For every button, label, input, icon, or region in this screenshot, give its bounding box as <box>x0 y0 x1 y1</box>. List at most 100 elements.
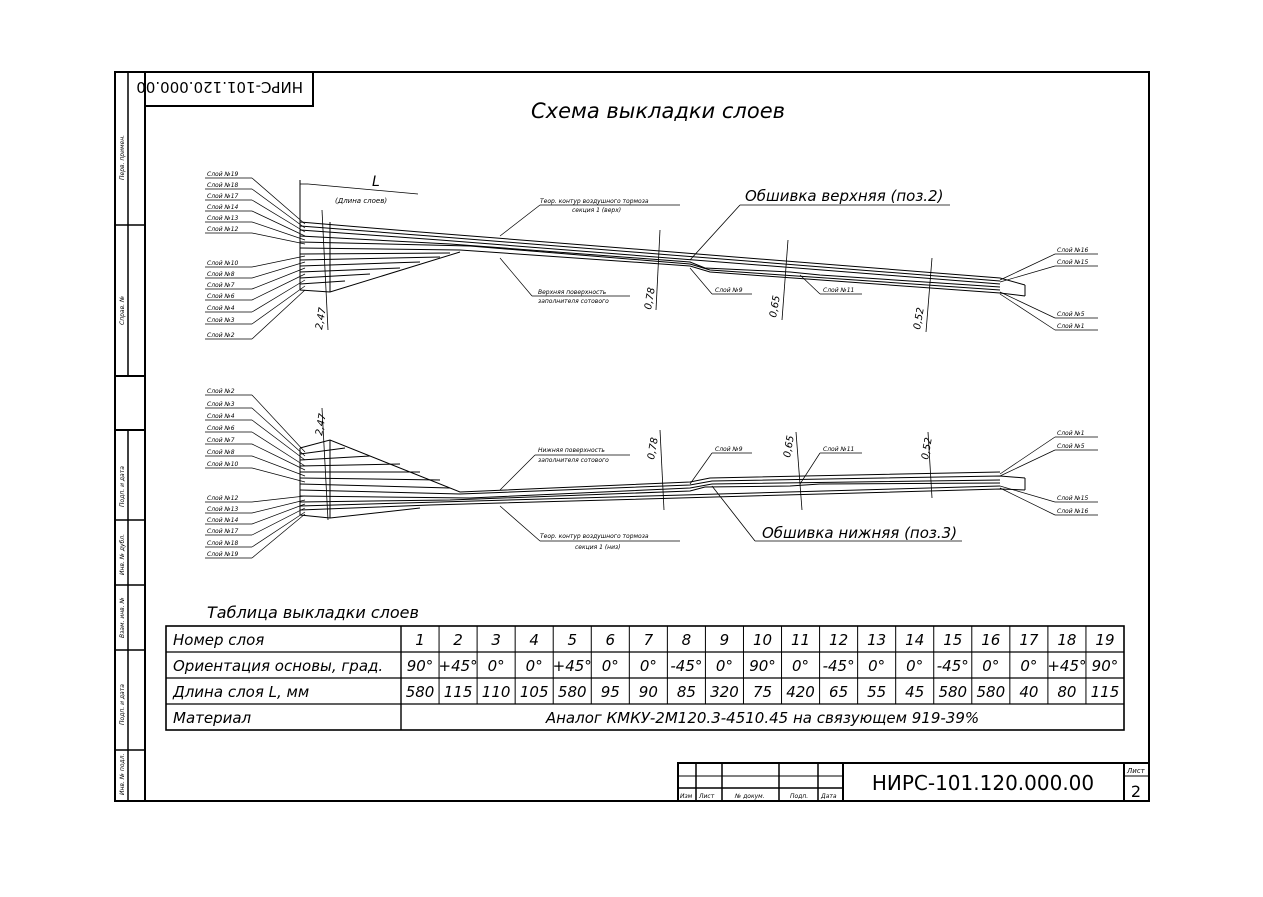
table-cell: 14 <box>905 631 924 649</box>
table-caption: Таблица выкладки слоев <box>207 603 419 622</box>
drawing-title: Схема выкладки слоев <box>531 99 785 123</box>
layer-label: Слой №19 <box>207 171 239 178</box>
table-cell: 16 <box>981 631 1000 649</box>
layer-label: Слой №4 <box>207 413 235 420</box>
table-row-header: Номер слоя <box>173 631 264 649</box>
layer-label: Слой №13 <box>207 506 239 513</box>
upper-length-L: L <box>372 174 380 190</box>
upper-skin-label: Обшивка верхняя (поз.2) <box>745 187 943 205</box>
layer-label: Слой №18 <box>207 540 239 547</box>
side-label-sprav: Справ. № <box>119 296 126 325</box>
layer-label: Слой №12 <box>207 495 239 502</box>
upper-dim-247: 2,47 <box>314 306 329 330</box>
layer-label: Слой №14 <box>207 204 239 211</box>
layer-label: Слой №14 <box>207 517 239 524</box>
rotated-code-box <box>144 71 314 107</box>
layer-label: Слой №10 <box>207 461 239 468</box>
table-cell: 115 <box>1091 683 1120 701</box>
table-cell: 3 <box>491 631 501 649</box>
side-label-podp2: Подп. и дата <box>119 684 126 725</box>
layer-label: Слой №4 <box>207 305 235 312</box>
lower-dim-065: 0,65 <box>782 435 797 459</box>
table-cell: 0° <box>792 657 809 675</box>
layer-label: Слой №16 <box>1057 247 1089 254</box>
layer-label: Слой №6 <box>207 293 235 300</box>
lower-core-surface2: заполнителя сотового <box>538 457 609 464</box>
side-label-vzam: Взам. инв. № <box>119 597 126 638</box>
table-cell: 90 <box>639 683 658 701</box>
table-cell: 0° <box>1020 657 1037 675</box>
table-cell: 7 <box>644 631 654 649</box>
tb-col-list: Лист <box>698 793 715 800</box>
table-cell: 580 <box>406 683 435 701</box>
title-block: Изм Лист № докум. Подп. Дата НИРС-101.12… <box>677 762 1150 802</box>
upper-core-surface2: заполнителя сотового <box>538 298 609 305</box>
outer-frame <box>114 71 1150 802</box>
lower-theor-contour: Теор. контур воздушного тормоза <box>540 533 649 540</box>
layer-label: Слой №7 <box>207 437 235 444</box>
upper-dim-065: 0,65 <box>768 295 783 319</box>
table-material: Аналог КМКУ-2М120.3-4510.45 на связующем… <box>545 709 979 727</box>
rotated-code: НИРС-101.120.000.00 <box>136 78 303 96</box>
upper-layer9: Слой №9 <box>715 287 743 294</box>
table-row-header: Материал <box>173 709 252 727</box>
upper-theor-section: секция 1 (верх) <box>572 207 621 214</box>
table-cell: 0° <box>906 657 923 675</box>
table-cell: 55 <box>867 683 886 701</box>
table-cell: 95 <box>601 683 620 701</box>
table-cell: 8 <box>682 631 692 649</box>
table-cell: 13 <box>867 631 886 649</box>
upper-core-surface: Верхняя поверхность <box>538 289 607 296</box>
layer-label: Слой №2 <box>207 332 235 339</box>
tb-col-podp: Подп. <box>790 793 808 800</box>
table-cell: 4 <box>529 631 539 649</box>
table-cell: 18 <box>1057 631 1076 649</box>
table-cell: 0° <box>488 657 505 675</box>
side-strip: Перв. примен. Справ. № Подп. и дата Инв.… <box>115 72 145 801</box>
upper-dim-078: 0,78 <box>643 287 658 311</box>
table-cell: 5 <box>567 631 577 649</box>
layer-label: Слой №16 <box>1057 508 1089 515</box>
table-cell: 6 <box>606 631 616 649</box>
upper-layer11: Слой №11 <box>823 287 854 294</box>
table-cell: 45 <box>905 683 924 701</box>
layer-label: Слой №5 <box>1057 311 1085 318</box>
table-cell: 1 <box>415 631 425 649</box>
tb-col-izm: Изм <box>680 793 693 800</box>
layer-label: Слой №13 <box>207 215 239 222</box>
table-cell: +45° <box>1047 657 1086 675</box>
table-cell: 90° <box>407 657 434 675</box>
layer-label: Слой №19 <box>207 551 239 558</box>
table-cell: 65 <box>829 683 848 701</box>
table-cell: 90° <box>1092 657 1119 675</box>
tb-sheet-number: 2 <box>1131 782 1141 801</box>
tb-code: НИРС-101.120.000.00 <box>872 771 1094 795</box>
layer-label: Слой №17 <box>207 193 239 200</box>
table-cell: +45° <box>553 657 592 675</box>
table-cell: 0° <box>602 657 619 675</box>
layer-label: Слой №8 <box>207 271 235 278</box>
table-row-header: Длина слоя L, мм <box>172 683 309 701</box>
table-cell: 85 <box>677 683 696 701</box>
lower-skin-label: Обшивка нижняя (поз.3) <box>762 524 957 542</box>
upper-theor-contour: Теор. контур воздушного тормоза <box>540 198 649 205</box>
table-cell: -45° <box>670 657 702 675</box>
lower-dim-052: 0,52 <box>920 437 935 461</box>
table-cell: 105 <box>520 683 549 701</box>
layer-label: Слой №15 <box>1057 495 1089 502</box>
layer-label: Слой №12 <box>207 226 239 233</box>
side-label-podp1: Подп. и дата <box>119 466 126 507</box>
upper-dim-052: 0,52 <box>912 307 927 331</box>
lower-scheme: 2,47 0,78 0,65 0,52 Нижняя поверхность з… <box>299 407 1026 551</box>
lower-layer11: Слой №11 <box>823 446 854 453</box>
table-cell: +45° <box>439 657 478 675</box>
table-cell: 420 <box>786 683 815 701</box>
table-row-header: Ориентация основы, град. <box>173 657 383 675</box>
layer-label: Слой №1 <box>1057 430 1085 437</box>
